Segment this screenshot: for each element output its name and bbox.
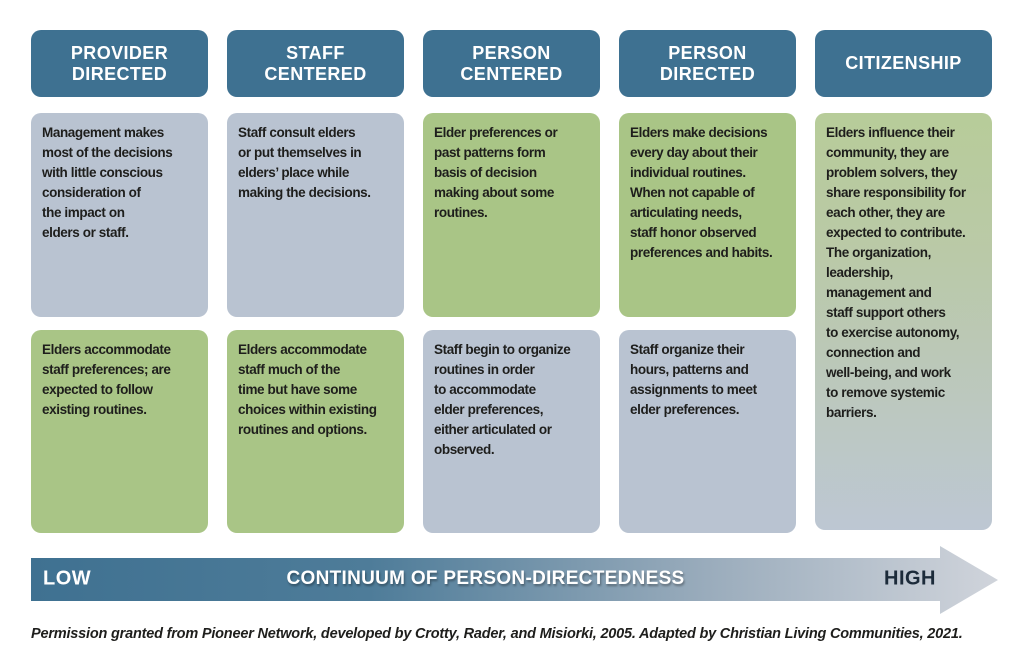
cell-text: Management makes most of the decisions w… (42, 125, 173, 240)
column-person-directed: PERSON DIRECTED Elders make decisions ev… (619, 30, 796, 533)
low-label: LOW (43, 567, 92, 590)
column-citizenship: CITIZENSHIP Elders influence their commu… (815, 30, 992, 533)
cell-text: Elders accommodate staff preferences; ar… (42, 342, 171, 417)
cell-person-directed-bottom: Staff organize their hours, patterns and… (619, 330, 796, 533)
cell-text: Elders make decisions every day about th… (630, 125, 773, 260)
cell-person-directed-top: Elders make decisions every day about th… (619, 113, 796, 317)
header-person-directed: PERSON DIRECTED (619, 30, 796, 97)
arrow-icon (31, 546, 998, 614)
cell-person-centered-top: Elder preferences or past patterns form … (423, 113, 600, 317)
column-provider-directed: PROVIDER DIRECTED Management makes most … (31, 30, 208, 533)
cell-person-centered-bottom: Staff begin to organize routines in orde… (423, 330, 600, 533)
cell-text: Elders accommodate staff much of the tim… (238, 342, 377, 437)
continuum-arrow: LOW CONTINUUM OF PERSON-DIRECTEDNESS HIG… (31, 546, 998, 614)
continuum-title: CONTINUUM OF PERSON-DIRECTEDNESS (286, 568, 685, 589)
cell-text: Elders influence their community, they a… (826, 125, 966, 420)
cell-staff-centered-top: Staff consult elders or put themselves i… (227, 113, 404, 317)
column-staff-centered: STAFF CENTERED Staff consult elders or p… (227, 30, 404, 533)
cell-text: Elder preferences or past patterns form … (434, 125, 558, 220)
cell-citizenship: Elders influence their community, they a… (815, 113, 992, 530)
header-citizenship: CITIZENSHIP (815, 30, 992, 97)
cell-provider-directed-bottom: Elders accommodate staff preferences; ar… (31, 330, 208, 533)
column-person-centered: PERSON CENTERED Elder preferences or pas… (423, 30, 600, 533)
header-person-centered: PERSON CENTERED (423, 30, 600, 97)
attribution-caption: Permission granted from Pioneer Network,… (31, 626, 963, 642)
cell-text: Staff begin to organize routines in orde… (434, 342, 571, 457)
cell-text: Staff consult elders or put themselves i… (238, 125, 371, 200)
columns-grid: PROVIDER DIRECTED Management makes most … (31, 30, 992, 533)
cell-staff-centered-bottom: Elders accommodate staff much of the tim… (227, 330, 404, 533)
header-staff-centered: STAFF CENTERED (227, 30, 404, 97)
header-provider-directed: PROVIDER DIRECTED (31, 30, 208, 97)
cell-text: Staff organize their hours, patterns and… (630, 342, 757, 417)
high-label: HIGH (884, 567, 936, 590)
cell-provider-directed-top: Management makes most of the decisions w… (31, 113, 208, 317)
